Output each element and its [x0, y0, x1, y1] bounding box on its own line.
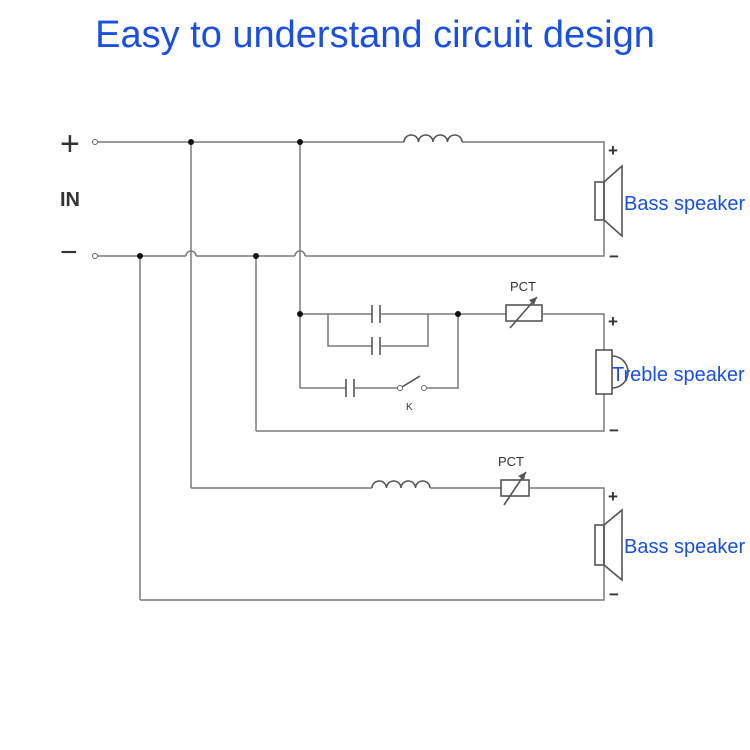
treble-speaker-label: Treble speaker	[612, 364, 745, 386]
positive-rail	[98, 134, 605, 181]
pct-bottom-label: PCT	[498, 454, 524, 469]
switch-label: K	[406, 402, 413, 413]
bass-top-minus: −	[609, 247, 619, 266]
treble-return-wire	[256, 394, 605, 432]
bass-speaker-top-icon	[594, 164, 623, 238]
bass-speaker-bottom-icon	[594, 508, 623, 582]
input-minus-sign: −	[60, 236, 78, 269]
bass-speaker-top-label: Bass speaker	[624, 193, 746, 215]
bass-speaker-bottom-label: Bass speaker	[624, 536, 746, 558]
junction-dots	[137, 139, 461, 317]
treble-plus: +	[608, 312, 618, 331]
vertical-branches	[139, 142, 301, 600]
input-plus-terminal	[92, 139, 98, 145]
pct-top-label: PCT	[510, 279, 536, 294]
treble-minus: −	[609, 421, 619, 440]
input-plus-sign: +	[60, 125, 80, 163]
negative-rail	[98, 221, 605, 257]
input-minus-terminal	[92, 253, 98, 259]
input-label: IN	[60, 189, 80, 211]
bottom-bass-branch	[140, 471, 605, 601]
bass-top-plus: +	[608, 141, 618, 160]
treble-speaker-icon	[595, 349, 629, 395]
bass-bottom-minus: −	[609, 585, 619, 604]
treble-capacitor-network	[300, 305, 506, 397]
page-title: Easy to understand circuit design	[95, 14, 655, 56]
pct-thermistor-top	[505, 296, 543, 329]
bass-bottom-plus: +	[608, 487, 618, 506]
